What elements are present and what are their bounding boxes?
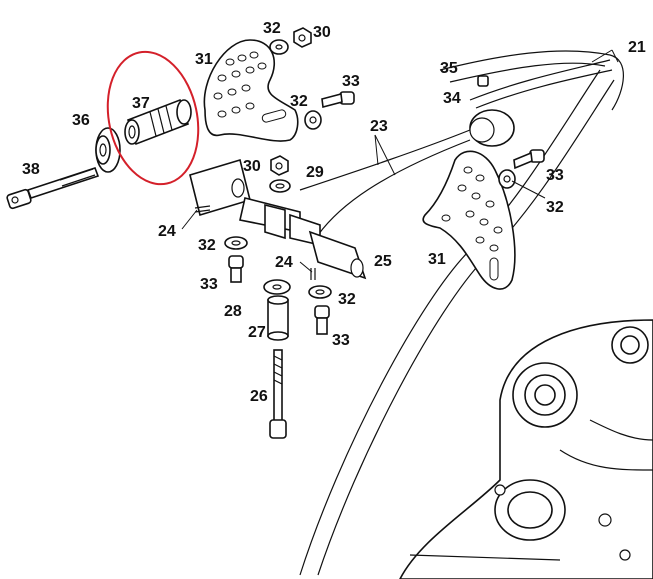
part-labels: 21 23 24 24 25 26 27 28 29 30 30 31 31 3…	[22, 20, 646, 405]
spacer-27	[267, 295, 289, 341]
washer-32-b	[304, 110, 322, 130]
bolt-33-b	[513, 149, 545, 170]
footpeg-plate-31-upper	[203, 39, 299, 142]
footpeg-plate-31-lower	[422, 150, 516, 290]
washer-29	[269, 179, 291, 193]
label-33-b: 33	[546, 167, 564, 184]
label-32-e: 32	[338, 291, 356, 308]
label-37: 37	[132, 95, 150, 112]
pin-24-b	[310, 268, 316, 280]
screw-35	[477, 75, 489, 87]
label-36: 36	[72, 112, 90, 129]
label-24-a: 24	[158, 223, 176, 240]
label-33-a: 33	[342, 73, 360, 90]
label-30-b: 30	[243, 158, 261, 175]
bolt-33-c	[228, 255, 244, 283]
label-23: 23	[370, 118, 388, 135]
cable-21	[469, 59, 613, 109]
clevis-25	[308, 230, 367, 280]
nut-30-a	[293, 27, 312, 48]
clamp-34	[469, 109, 515, 147]
label-30-a: 30	[313, 24, 331, 41]
bolt-26	[269, 349, 287, 439]
label-38: 38	[22, 161, 40, 178]
label-34: 34	[443, 90, 461, 107]
label-28: 28	[224, 303, 242, 320]
label-26: 26	[250, 388, 268, 405]
engine-block	[399, 319, 653, 579]
nut-30-b	[270, 155, 289, 176]
highlight-circle	[106, 50, 200, 186]
label-25: 25	[374, 253, 392, 270]
bolt-38	[6, 167, 100, 210]
bearing-36	[95, 127, 121, 173]
label-33-c: 33	[200, 276, 218, 293]
label-21: 21	[628, 39, 646, 56]
pin-37	[124, 98, 192, 146]
washer-32-c	[498, 169, 516, 189]
label-32-c: 32	[546, 199, 564, 216]
label-24-b: 24	[275, 254, 293, 271]
label-29: 29	[306, 164, 324, 181]
washer-32-e	[308, 285, 332, 299]
label-27: 27	[248, 324, 266, 341]
washer-32-a	[269, 39, 289, 55]
frame-rail	[299, 50, 624, 576]
cable-23	[299, 129, 471, 236]
bolt-33-a	[321, 91, 355, 109]
washer-28	[263, 279, 291, 295]
label-31-a: 31	[195, 51, 213, 68]
label-31-b: 31	[428, 251, 446, 268]
label-33-d: 33	[332, 332, 350, 349]
leader-lines	[181, 49, 619, 273]
bolt-33-d	[314, 305, 330, 335]
washer-32-d	[224, 236, 248, 250]
label-32-b: 32	[290, 93, 308, 110]
pin-24-a	[194, 205, 211, 213]
label-32-a: 32	[263, 20, 281, 37]
label-32-d: 32	[198, 237, 216, 254]
label-35: 35	[440, 60, 458, 77]
